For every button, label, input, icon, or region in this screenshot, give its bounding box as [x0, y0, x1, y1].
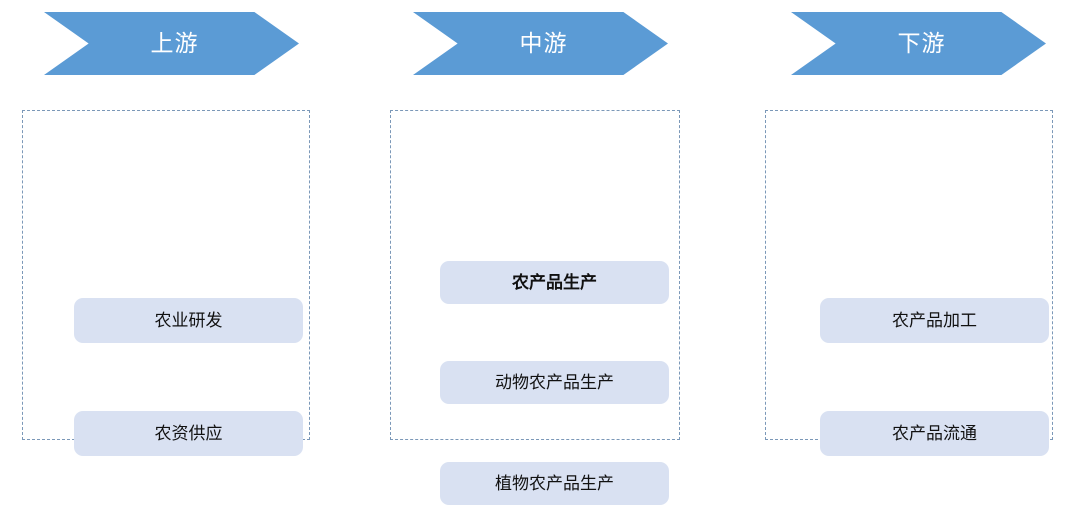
stage-column-downstream: 下游 农产品加工 农产品流通 — [743, 0, 1073, 462]
stage-banner-upstream[interactable]: 上游 — [44, 12, 299, 75]
stage-items-container-midstream: 农产品生产 动物农产品生产 植物农产品生产 — [390, 110, 680, 505]
list-item-label: 农产品加工 — [892, 311, 977, 330]
list-item[interactable]: 动物农产品生产 — [440, 361, 669, 404]
list-item[interactable]: 农资供应 — [74, 411, 303, 456]
stage-banner-label: 中游 — [519, 30, 568, 56]
chevron-arrow-icon: 上游 — [44, 12, 299, 75]
list-item-label: 农业研发 — [154, 311, 223, 330]
stage-banner-downstream[interactable]: 下游 — [791, 12, 1046, 75]
list-item-label: 植物农产品生产 — [495, 474, 614, 493]
stage-column-upstream: 上游 农业研发 农资供应 — [0, 0, 330, 462]
chevron-arrow-icon: 中游 — [413, 12, 668, 75]
list-item-label: 动物农产品生产 — [495, 373, 614, 392]
list-item[interactable]: 农产品流通 — [820, 411, 1049, 456]
list-item-label: 农产品生产 — [512, 273, 597, 292]
list-item-label: 农资供应 — [154, 424, 223, 443]
chevron-arrow-icon: 下游 — [791, 12, 1046, 75]
list-item[interactable]: 农产品生产 — [440, 261, 669, 304]
stage-banner-label: 下游 — [897, 30, 946, 56]
stage-banner-label: 上游 — [150, 30, 199, 56]
stage-banner-midstream[interactable]: 中游 — [413, 12, 668, 75]
list-item-label: 农产品流通 — [892, 424, 977, 443]
stage-items-container-upstream: 农业研发 农资供应 — [22, 110, 310, 456]
stage-items-container-downstream: 农产品加工 农产品流通 — [765, 110, 1053, 456]
list-item[interactable]: 农产品加工 — [820, 298, 1049, 343]
list-item[interactable]: 农业研发 — [74, 298, 303, 343]
stage-column-midstream: 中游 农产品生产 动物农产品生产 植物农产品生产 — [368, 0, 698, 505]
list-item[interactable]: 植物农产品生产 — [440, 462, 669, 505]
